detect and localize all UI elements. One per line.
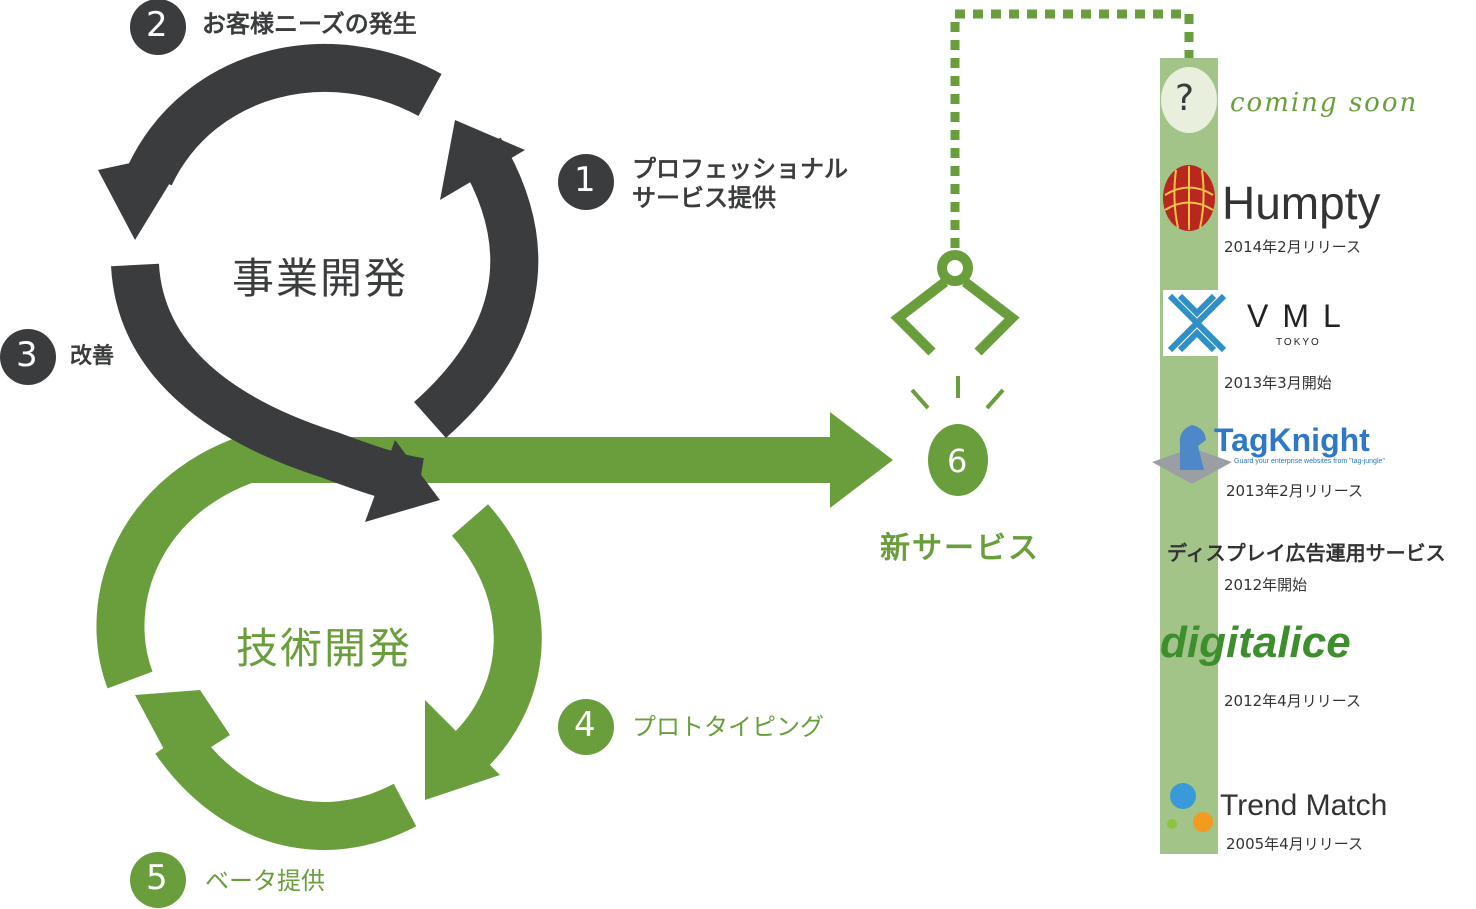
dark-arrowhead-cross bbox=[365, 440, 440, 522]
step-6-number: 6 bbox=[947, 442, 968, 480]
dark-arrowhead-right bbox=[440, 120, 525, 200]
step-1-label: プロフェッショナル サービス提供 bbox=[632, 155, 848, 213]
green-arc-left bbox=[96, 431, 268, 689]
display-ad-service-name: ディスプレイ広告運用サービス bbox=[1167, 541, 1446, 565]
tagknight-logo-icon bbox=[1152, 425, 1232, 484]
humpty-date: 2014年2月リリース bbox=[1224, 238, 1361, 256]
step-4-number: 4 bbox=[574, 705, 596, 745]
trendmatch-logo-icon bbox=[1167, 783, 1213, 832]
step-1-circle bbox=[558, 154, 614, 210]
vml-logo-icon bbox=[1163, 290, 1231, 356]
tagknight-date: 2013年2月リリース bbox=[1226, 482, 1363, 500]
step-4-label: プロトタイピング bbox=[632, 713, 824, 741]
step-5-label: ベータ提供 bbox=[205, 867, 325, 895]
crane-claw-icon bbox=[890, 250, 1020, 356]
step-5-number: 5 bbox=[146, 858, 168, 898]
step-3-circle bbox=[0, 329, 56, 385]
dark-arc-top bbox=[128, 44, 442, 186]
digitalice-date: 2012年4月リリース bbox=[1224, 692, 1361, 710]
dark-arrowhead-top bbox=[98, 150, 190, 240]
vml-logo-text: VML bbox=[1247, 298, 1355, 334]
green-arrowhead-right bbox=[425, 700, 500, 800]
green-arc-right bbox=[443, 504, 542, 779]
coming-soon-question: ? bbox=[1175, 78, 1195, 119]
tagknight-tagline: Guard your enterprise websites from "tag… bbox=[1234, 458, 1385, 465]
green-arc-bottom bbox=[155, 725, 417, 850]
tech-dev-label: 技術開発 bbox=[236, 624, 413, 673]
sparkle-icon bbox=[910, 376, 1005, 410]
green-arrowhead-bottom bbox=[135, 690, 230, 770]
step-1-label-line1: プロフェッショナル bbox=[632, 155, 848, 183]
tagknight-logo-text: TagKnight bbox=[1214, 422, 1370, 458]
vml-date: 2013年3月開始 bbox=[1224, 374, 1332, 392]
step-3-number: 3 bbox=[16, 335, 38, 375]
step-3-label: 改善 bbox=[70, 344, 115, 369]
coming-soon-egg-icon bbox=[1161, 67, 1217, 133]
humpty-logo-text: Humpty bbox=[1222, 177, 1381, 229]
step-1-number: 1 bbox=[574, 160, 596, 200]
dark-arc-right bbox=[413, 137, 539, 438]
step-1-label-line2: サービス提供 bbox=[632, 183, 776, 212]
egg-icon bbox=[928, 424, 988, 496]
coming-soon-tagline: coming soon bbox=[1230, 88, 1419, 118]
vml-sub-text: TOKYO bbox=[1276, 337, 1321, 348]
humpty-logo-icon bbox=[1163, 165, 1215, 231]
step-2-number: 2 bbox=[146, 5, 168, 45]
display-ad-date: 2012年開始 bbox=[1224, 576, 1308, 594]
digitalice-logo-text: digitalice bbox=[1160, 618, 1351, 667]
step-5-circle bbox=[130, 852, 186, 908]
step-2-circle bbox=[130, 0, 186, 55]
step-2-label: お客様ニーズの発生 bbox=[202, 10, 417, 38]
business-dev-label: 事業開発 bbox=[232, 254, 409, 303]
crane-dotted-line bbox=[950, 9, 1194, 248]
trendmatch-date: 2005年4月リリース bbox=[1226, 835, 1363, 853]
step-4-circle bbox=[558, 699, 614, 755]
trendmatch-logo-text: Trend Match bbox=[1220, 789, 1388, 822]
new-service-label: 新サービス bbox=[880, 531, 1040, 566]
